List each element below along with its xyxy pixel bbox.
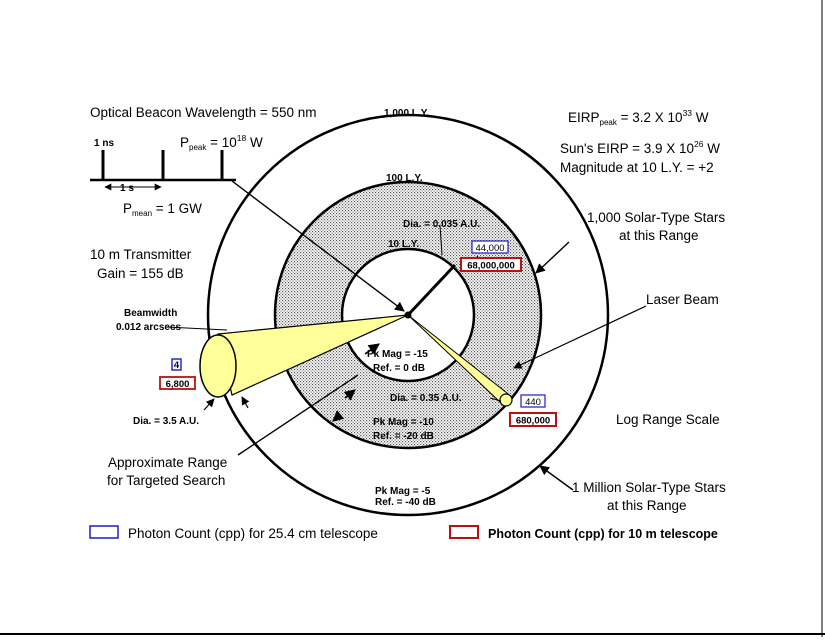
center-point (404, 311, 412, 319)
legend-blue-swatch (89, 525, 119, 539)
magnitude-label: Magnitude at 10 L.Y. = +2 (560, 160, 714, 175)
arrow-dia-mid (489, 397, 502, 402)
stars-million-line2: at this Range (607, 498, 687, 513)
pulse-train (90, 150, 236, 191)
pk-mid-mag: Pk Mag = -10 (373, 417, 434, 428)
arrow-million-stars (539, 465, 574, 491)
count-large-transmitter: 6,800 (166, 379, 190, 390)
beamwidth-label: Beamwidth (124, 308, 177, 319)
stars-1000-line1: 1,000 Solar-Type Stars (587, 210, 725, 225)
gain-label: Gain = 155 dB (97, 266, 184, 281)
radius-line-10ly (406, 263, 457, 317)
approx-range-line2: for Targeted Search (107, 473, 225, 488)
log-range-scale-label: Log Range Scale (616, 412, 720, 427)
stars-1000-line2: at this Range (619, 228, 699, 243)
pulse-width-label: 1 ns (94, 138, 114, 149)
arrow-dia-outer (203, 398, 215, 411)
arrow-pk-mid (343, 389, 356, 401)
pmean-label: Pmean = 1 GW (123, 201, 202, 218)
pulse-to-center-arrow (231, 180, 405, 312)
arrow-beamwidth (165, 326, 228, 331)
count-box-small-transmitter (171, 358, 182, 371)
laser-beam-spot (499, 393, 513, 407)
pk-mid-ref: Ref. = -20 dB (373, 431, 434, 442)
count-box-mid-large (509, 412, 557, 427)
count-mid-small: 440 (525, 397, 541, 408)
beacon-wavelength-label: Optical Beacon Wavelength = 550 nm (90, 105, 317, 120)
ring-label-10: 10 L.Y. (388, 239, 419, 250)
count-mid-large: 680,000 (516, 416, 550, 427)
arrow-1000-stars (535, 241, 570, 274)
ppeak-label: Ppeak = 1018 W (180, 133, 263, 152)
arrow-laser-beam (513, 305, 647, 369)
count-small-transmitter: 4 (174, 360, 180, 371)
eirp-peak-label: EIRPpeak = 3.2 X 1033 W (568, 108, 709, 127)
arrow-pk-inner (364, 343, 380, 355)
arrow-pk-mid-2 (332, 410, 345, 422)
legend-red-label: Photon Count (cpp) for 10 m telescope (488, 527, 718, 541)
dia-outer-label: Dia. = 3.5 A.U. (133, 416, 199, 427)
dia-inner-label: Dia. = 0.035 A.U. (403, 219, 480, 230)
dia-mid-label: Dia. = 0.35 A.U. (390, 393, 462, 404)
transmitter-aperture-disc (199, 334, 237, 398)
count-box-mid-small (520, 394, 546, 408)
arrow-dia-inner (439, 224, 443, 256)
sun-eirp-label: Sun's EIRP = 3.9 X 1026 W (560, 139, 720, 156)
legend-red-swatch (449, 525, 479, 539)
pk-inner-mag: Pk Mag = -15 (367, 349, 428, 360)
beamwidth-value: 0.012 arcsecs (116, 322, 182, 333)
ring-label-100: 100 L.Y. (386, 173, 423, 184)
count-box-inner-large (460, 257, 522, 272)
pk-outer-ref: Ref. = -40 dB (375, 497, 436, 508)
ring-label-1000: 1,000 L.Y. (384, 108, 429, 119)
arrow-approx-range (237, 374, 359, 456)
count-box-large-transmitter (159, 376, 196, 390)
count-inner-large: 68,000,000 (467, 261, 515, 272)
legend-blue-label: Photon Count (cpp) for 25.4 cm telescope (128, 526, 378, 541)
approx-range-line1: Approximate Range (108, 455, 227, 470)
pk-outer-mag: Pk Mag = -5 (375, 486, 431, 497)
laser-beam-label: Laser Beam (646, 292, 719, 307)
pulse-period-label: 1 s (120, 183, 134, 194)
stars-million-line1: 1 Million Solar-Type Stars (572, 480, 726, 495)
arrow-dia-outer-2 (241, 396, 250, 409)
count-box-inner-small (471, 240, 509, 254)
transmitter-label: 10 m Transmitter (90, 247, 192, 262)
count-inner-small: 44,000 (475, 243, 504, 254)
pk-inner-ref: Ref. = 0 dB (373, 363, 425, 374)
